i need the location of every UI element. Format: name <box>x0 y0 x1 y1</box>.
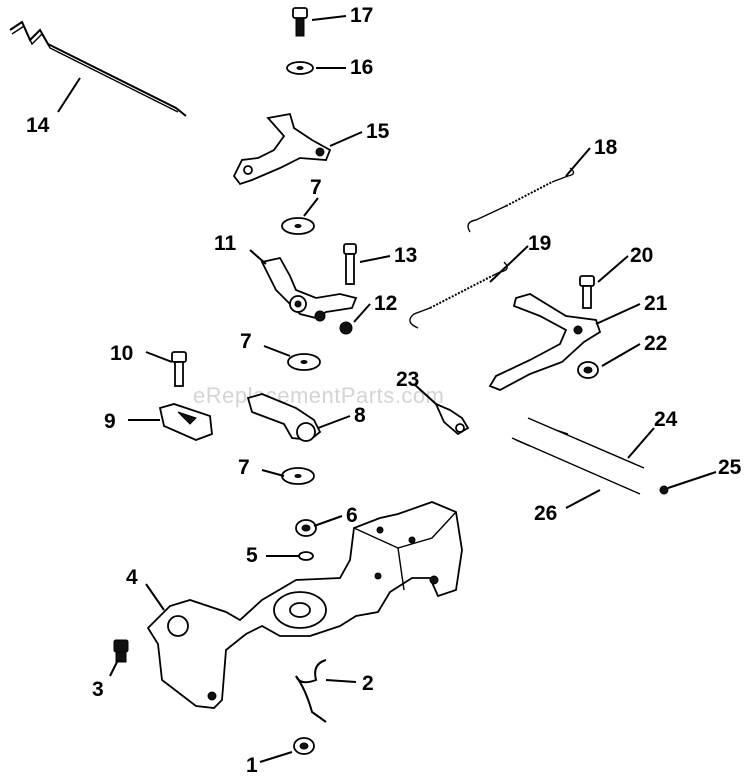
callout-19: 19 <box>528 232 551 255</box>
callout-14: 14 <box>26 114 50 137</box>
callout-26: 26 <box>534 502 557 525</box>
part-16-washer <box>286 61 314 75</box>
part-14-rod <box>9 20 187 117</box>
part-18-spring <box>467 167 575 233</box>
part-26-rod <box>511 437 641 495</box>
callout-2: 2 <box>362 672 374 695</box>
part-20-screw <box>579 275 595 309</box>
callout-8: 8 <box>354 404 366 427</box>
callout-25: 25 <box>718 456 742 479</box>
part-15-lever <box>232 112 332 186</box>
callout-21: 21 <box>644 292 668 315</box>
callout-6: 6 <box>346 504 358 527</box>
callout-13: 13 <box>394 244 417 267</box>
leader-lines <box>57 15 717 763</box>
callout-12: 12 <box>374 292 397 315</box>
part-13-bolt <box>343 243 357 285</box>
callout-15: 15 <box>366 120 390 143</box>
callout-9: 9 <box>104 410 116 433</box>
part-9-block <box>158 403 213 441</box>
part-7-washer-top <box>281 217 315 235</box>
watermark-text: eReplacementParts.com <box>193 383 444 408</box>
part-17-screw <box>292 7 308 37</box>
part-4-main-bracket <box>146 501 463 709</box>
part-5-washer <box>298 551 314 561</box>
callout-24: 24 <box>654 408 678 431</box>
callout-4: 4 <box>126 566 138 589</box>
callout-7-top: 7 <box>310 176 322 199</box>
callout-5: 5 <box>246 544 258 567</box>
part-1-nut <box>293 737 315 755</box>
callout-7-middle: 7 <box>240 330 252 353</box>
part-8-plate <box>246 393 322 442</box>
callout-7-lower: 7 <box>238 456 250 479</box>
part-23-clip <box>434 402 470 436</box>
part-24-rod <box>527 417 645 469</box>
callout-numbers: 17 16 15 14 7 18 11 13 19 12 20 21 22 7 … <box>26 4 742 777</box>
callout-16: 16 <box>350 56 373 79</box>
callout-20: 20 <box>630 244 653 267</box>
part-3-screw <box>113 639 129 663</box>
callout-22: 22 <box>644 332 667 355</box>
callout-10: 10 <box>110 342 133 365</box>
part-12-nut <box>339 321 353 335</box>
part-2-spring <box>295 659 327 723</box>
callout-1: 1 <box>246 754 258 777</box>
part-7-washer-lower <box>281 467 315 485</box>
part-22-nut <box>577 361 599 379</box>
part-7-washer-middle <box>287 353 321 371</box>
callout-17: 17 <box>350 4 373 27</box>
callout-23: 23 <box>396 368 419 391</box>
part-10-bolt <box>171 351 187 387</box>
callout-3: 3 <box>92 678 104 701</box>
part-21-bracket <box>488 293 602 391</box>
callout-11: 11 <box>214 232 237 255</box>
part-11-lever <box>260 256 358 322</box>
part-6-nut <box>295 519 317 537</box>
part-19-spring <box>409 261 508 329</box>
callout-18: 18 <box>594 136 618 159</box>
part-25-nut <box>659 485 669 495</box>
